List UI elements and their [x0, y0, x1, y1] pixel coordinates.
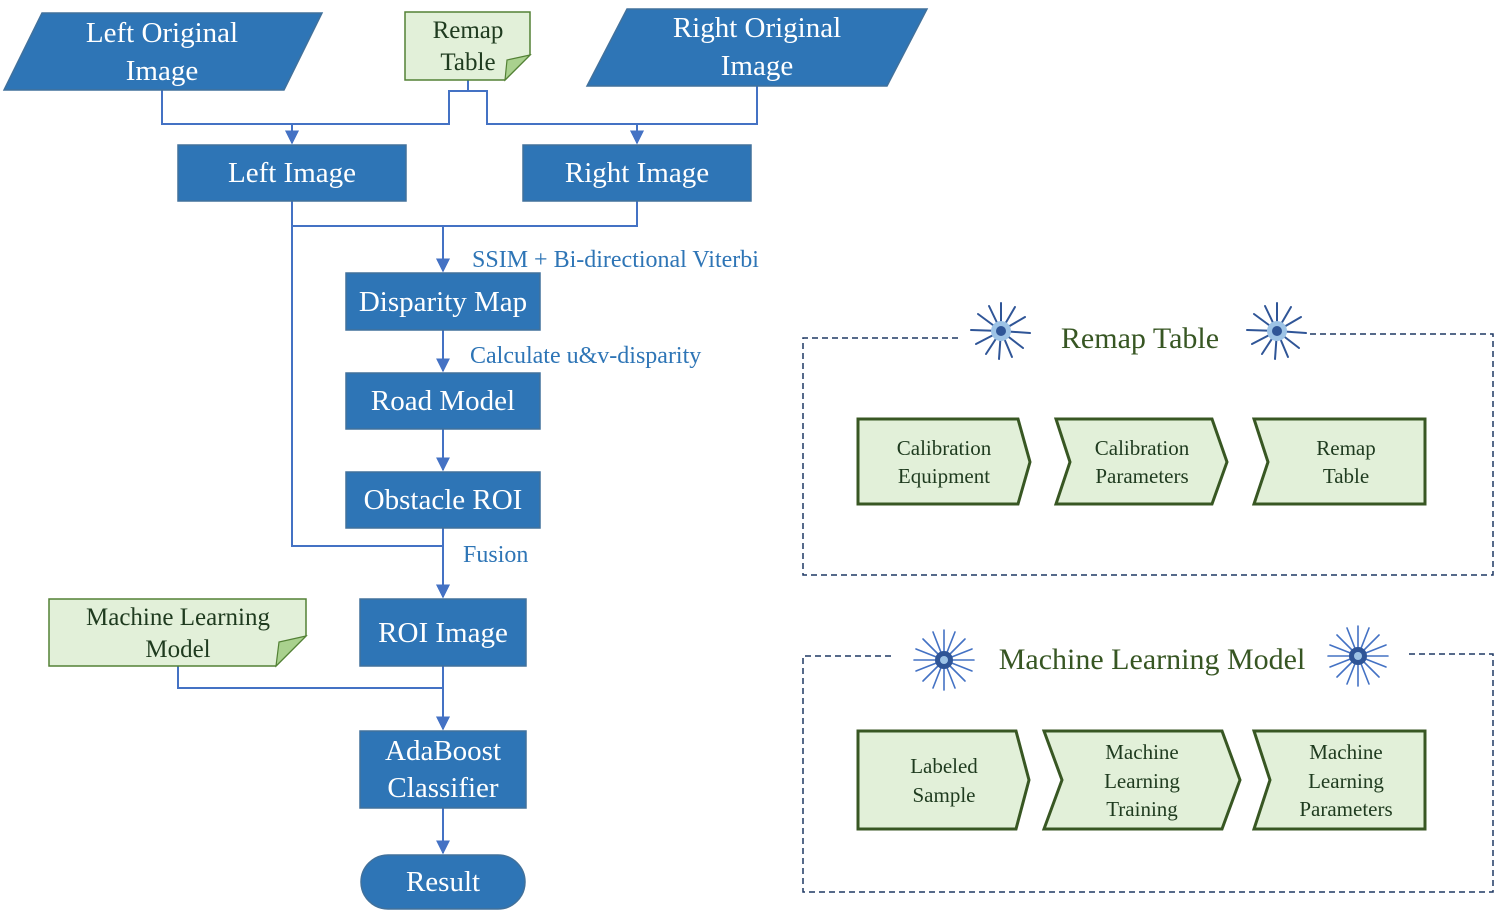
- svg-text:Learning: Learning: [1104, 769, 1180, 793]
- svg-text:Learning: Learning: [1308, 769, 1384, 793]
- svg-text:AdaBoost: AdaBoost: [385, 735, 501, 767]
- adaboost-line-2: Classifier: [387, 772, 498, 804]
- result-label: Result: [406, 866, 480, 898]
- left-original-line-2: Image: [126, 55, 198, 87]
- edge-right-image-to-disparity: [436, 201, 638, 273]
- svg-text:Image: Image: [126, 55, 198, 87]
- ml-model-panel: Machine Learning Model Labeled Sample Ma…: [802, 625, 1494, 893]
- step-label-line: Parameters: [1095, 464, 1188, 488]
- remap-table-step: Remap Table: [1251, 417, 1427, 506]
- ml-parameters-step: Machine Learning Parameters: [1251, 729, 1427, 831]
- roi-image-label: ROI Image: [378, 617, 508, 649]
- step-label-line: Learning: [1308, 769, 1384, 793]
- svg-text:Classifier: Classifier: [387, 772, 498, 804]
- result-node: Result: [360, 854, 526, 910]
- svg-text:Right Original: Right Original: [673, 12, 841, 44]
- step-label-line: Learning: [1104, 769, 1180, 793]
- step-label-line: Machine: [1105, 740, 1178, 764]
- edge-label-fusion: Fusion: [463, 542, 528, 568]
- step-label-line: Parameters: [1299, 797, 1392, 821]
- edge-remap-to-right-image: [467, 80, 644, 145]
- calibration-parameters-step: Calibration Parameters: [1053, 417, 1229, 506]
- svg-text:Remap: Remap: [1316, 436, 1375, 460]
- remap-panel-border: [802, 333, 1494, 576]
- adaboost-classifier-node: AdaBoost Classifier: [359, 730, 527, 809]
- step-label-line: Training: [1106, 797, 1178, 821]
- step-label-line: Remap: [1316, 436, 1375, 460]
- svg-text:Parameters: Parameters: [1299, 797, 1392, 821]
- obstacle-roi-node: Obstacle ROI: [345, 471, 541, 529]
- ml-panel-title: Machine Learning Model: [999, 643, 1306, 676]
- right-image-label: Right Image: [565, 157, 709, 189]
- right-original-image-input: Right Original Image: [585, 8, 929, 87]
- starburst-icon: [913, 629, 975, 691]
- remap-table-panel: Remap Table Calibration Equipment Calibr…: [802, 302, 1494, 576]
- calibration-equipment-step: Calibration Equipment: [856, 417, 1032, 506]
- svg-text:Table: Table: [440, 49, 495, 76]
- step-label-line: Equipment: [898, 464, 990, 488]
- disparity-map-node: Disparity Map: [345, 272, 541, 331]
- ml-model-note: Machine Learning Model: [48, 598, 308, 668]
- obstacle-roi-label: Obstacle ROI: [364, 484, 523, 516]
- remap-note-line-1: Remap: [433, 17, 504, 44]
- svg-text:Equipment: Equipment: [898, 464, 990, 488]
- road-model-label: Road Model: [371, 385, 515, 417]
- step-label-line: Sample: [913, 783, 976, 807]
- svg-text:Parameters: Parameters: [1095, 464, 1188, 488]
- step-label-line: Labeled: [910, 754, 978, 778]
- svg-text:Remap: Remap: [433, 17, 504, 44]
- edge-ml-model-to-adaboost: [177, 666, 450, 731]
- step-label-line: Table: [1323, 464, 1369, 488]
- right-original-line-1: Right Original: [673, 12, 841, 44]
- ml-training-step: Machine Learning Training: [1041, 729, 1242, 831]
- svg-text:Calibration: Calibration: [1095, 436, 1190, 460]
- ml-note-line-1: Machine Learning: [86, 604, 270, 631]
- adaboost-line-1: AdaBoost: [385, 735, 501, 767]
- svg-text:Left Original: Left Original: [86, 17, 238, 49]
- svg-text:Calibration: Calibration: [897, 436, 992, 460]
- starburst-icon: [970, 302, 1031, 360]
- left-image-node: Left Image: [177, 144, 407, 202]
- road-model-node: Road Model: [345, 372, 541, 430]
- edge-label-disparity: Calculate u&v-disparity: [470, 343, 701, 369]
- remap-table-note: Remap Table: [404, 11, 532, 82]
- roi-image-node: ROI Image: [359, 598, 527, 667]
- remap-panel-title: Remap Table: [1061, 322, 1219, 355]
- disparity-map-label: Disparity Map: [359, 286, 527, 318]
- step-label-line: Calibration: [1095, 436, 1190, 460]
- svg-text:Labeled: Labeled: [910, 754, 978, 778]
- svg-text:Machine: Machine: [1309, 740, 1382, 764]
- starburst-icon: [1327, 625, 1389, 687]
- edge-remap-to-left-image: [285, 80, 469, 145]
- svg-text:Image: Image: [721, 50, 793, 82]
- svg-text:Model: Model: [145, 636, 210, 663]
- svg-text:Machine: Machine: [1105, 740, 1178, 764]
- ml-note-line-2: Model: [145, 636, 210, 663]
- ml-panel-border: [802, 653, 1494, 893]
- svg-text:Machine Learning: Machine Learning: [86, 604, 270, 631]
- edge-left-original-to-left-image: [161, 90, 299, 145]
- edge-right-original-to-right-image: [630, 86, 758, 145]
- remap-note-line-2: Table: [440, 49, 495, 76]
- right-original-line-2: Image: [721, 50, 793, 82]
- svg-text:Table: Table: [1323, 464, 1369, 488]
- left-original-image-input: Left Original Image: [2, 12, 324, 91]
- svg-text:Sample: Sample: [913, 783, 976, 807]
- edge-left-image-to-disparity: [291, 201, 450, 273]
- right-image-node: Right Image: [522, 144, 752, 202]
- left-original-line-1: Left Original: [86, 17, 238, 49]
- step-label-line: Calibration: [897, 436, 992, 460]
- edge-label-ssim: SSIM + Bi-directional Viterbi: [472, 247, 759, 273]
- step-label-line: Machine: [1309, 740, 1382, 764]
- svg-text:Training: Training: [1106, 797, 1178, 821]
- connectors: [161, 80, 758, 855]
- left-image-label: Left Image: [228, 157, 356, 189]
- labeled-sample-step: Labeled Sample: [856, 729, 1031, 831]
- starburst-icon: [1246, 302, 1307, 360]
